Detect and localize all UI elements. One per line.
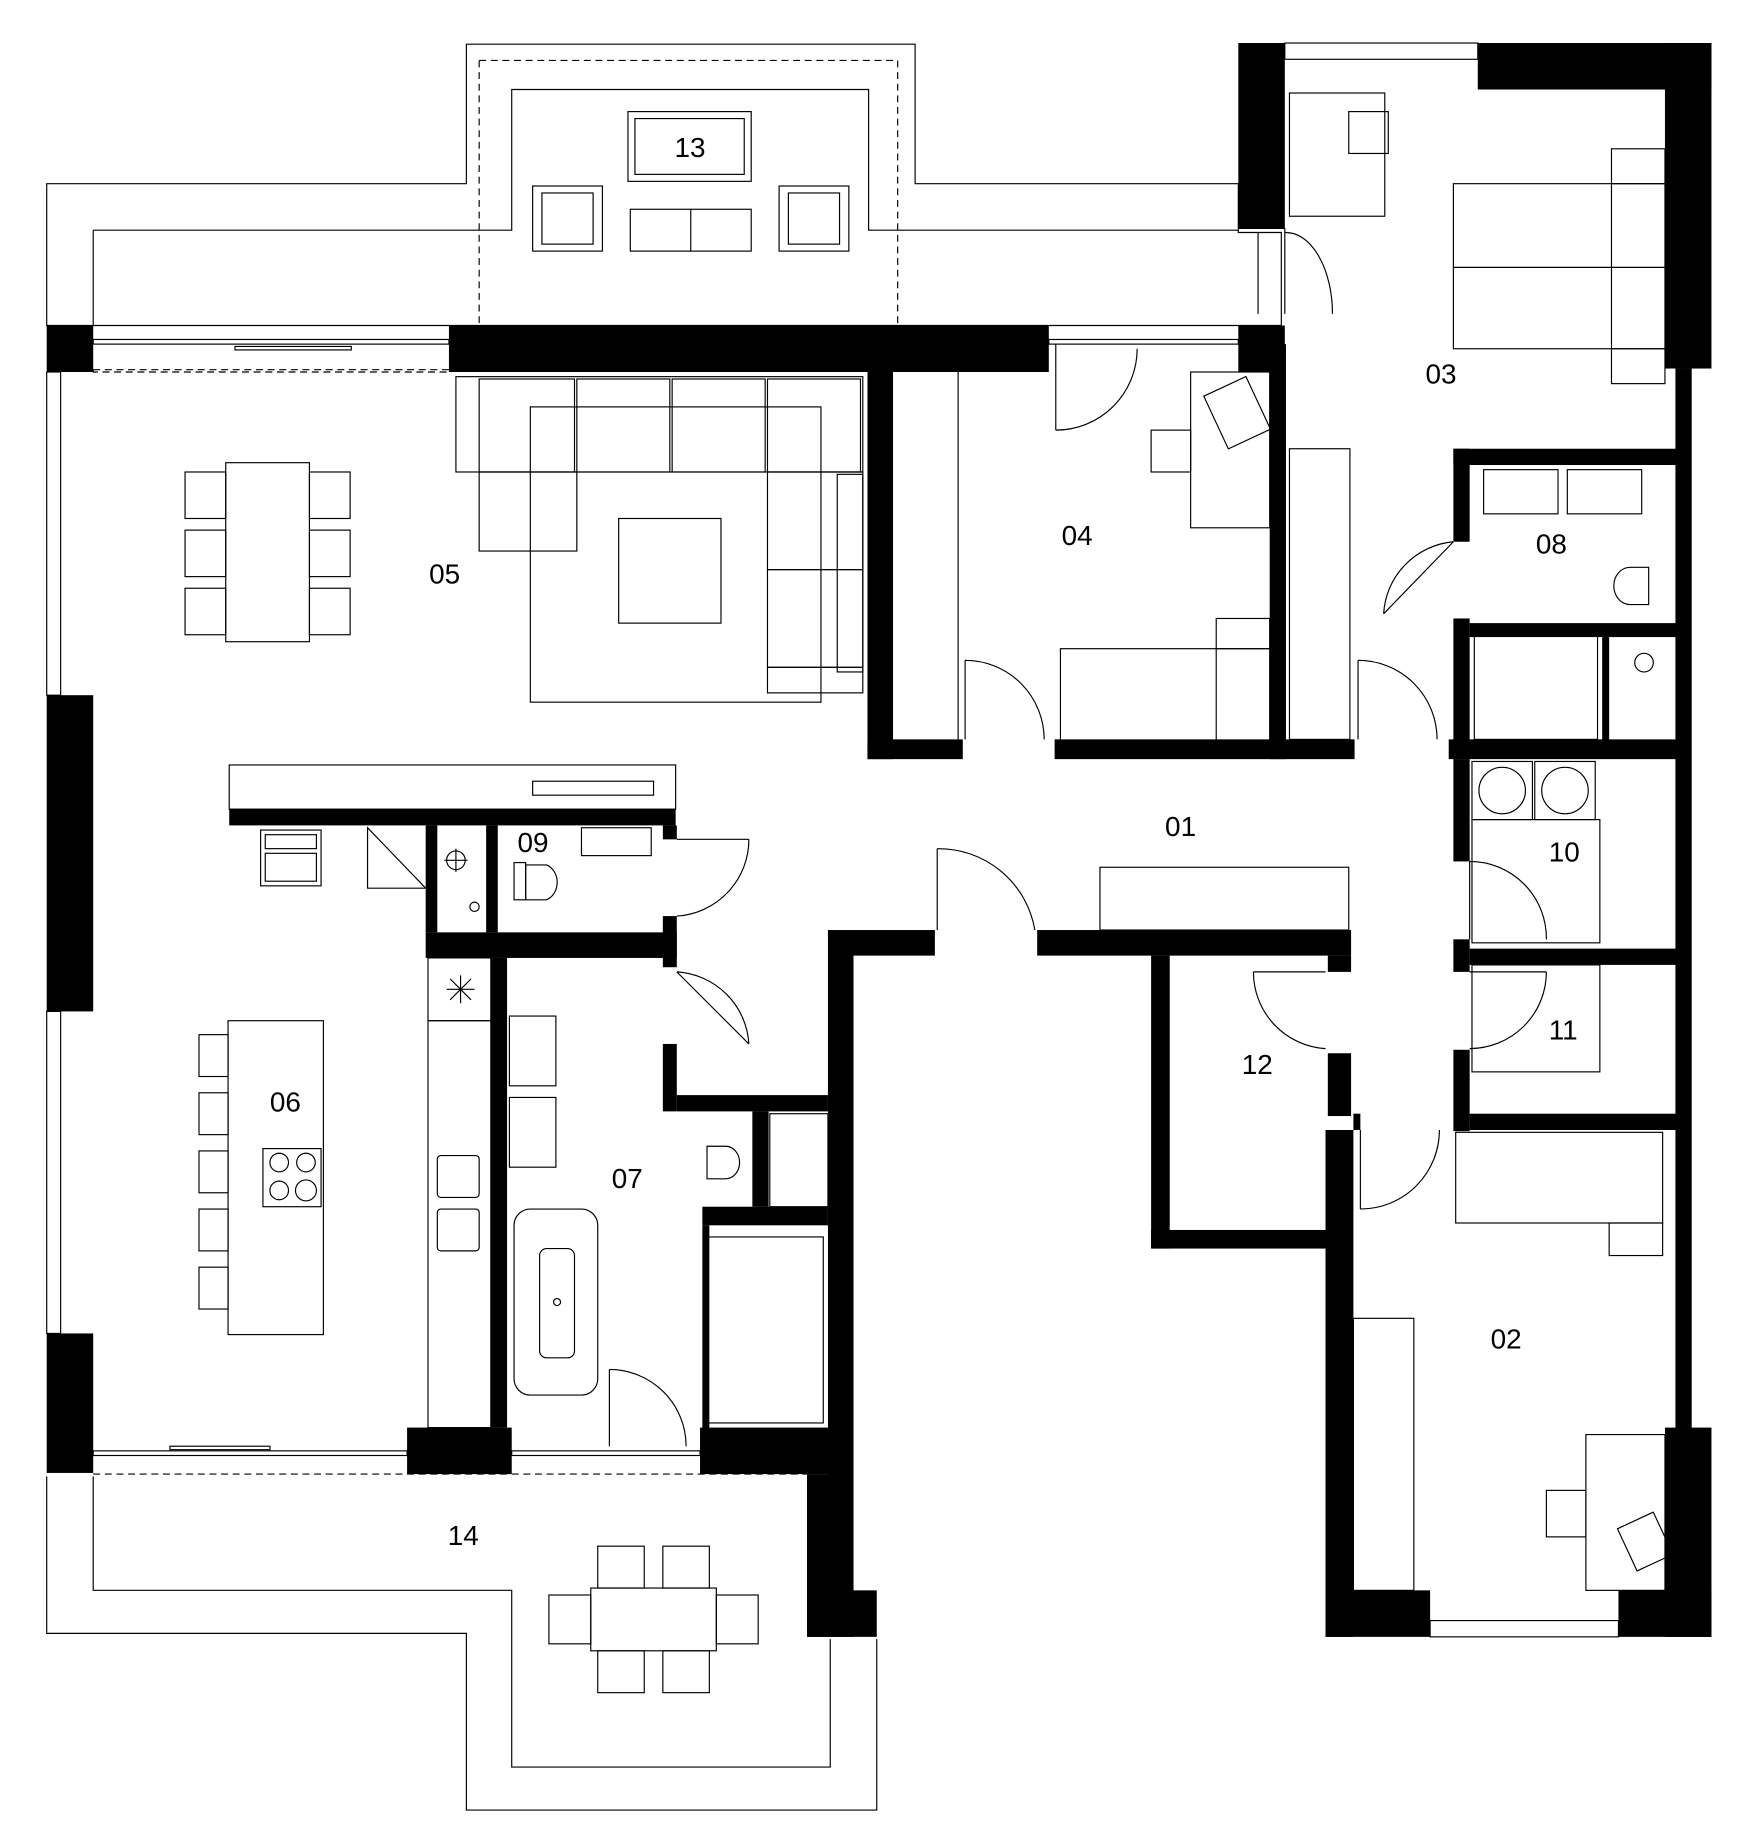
furniture (184, 92, 1674, 1694)
walls (46, 43, 1712, 1637)
range-hood (532, 780, 655, 796)
cooktop-icon (262, 1148, 322, 1208)
room-label-14: 14 (448, 1520, 479, 1551)
room-label-07: 07 (612, 1163, 643, 1194)
room-label-11: 11 (1549, 1014, 1578, 1045)
bed-icon (1452, 148, 1666, 385)
outdoor-armchair-left (532, 185, 603, 252)
room-label-02: 02 (1491, 1324, 1522, 1355)
windows (46, 42, 1620, 1638)
coffee-table (618, 517, 722, 624)
oven (260, 829, 322, 887)
room-label-09: 09 (518, 827, 549, 858)
kitchen-counter (228, 764, 677, 810)
room-label-12: 12 (1242, 1049, 1273, 1080)
bathtub-icon (513, 1208, 599, 1396)
room-label-03: 03 (1425, 359, 1456, 390)
terrace-14 (46, 1473, 878, 1811)
toilet-icon (513, 862, 558, 901)
sink-icon (444, 848, 480, 913)
room-label-05: 05 (429, 559, 460, 590)
outdoor-table (627, 111, 752, 182)
rug (529, 406, 822, 703)
room-labels: 01 02 03 04 05 06 07 08 09 10 11 12 13 1… (270, 132, 1580, 1551)
room-label-04: 04 (1062, 520, 1093, 551)
sofa-icon (455, 376, 864, 694)
room-label-06: 06 (270, 1086, 301, 1117)
room-label-08: 08 (1536, 528, 1567, 559)
doors (608, 227, 1547, 1447)
washer-icon (1471, 760, 1596, 821)
room-label-01: 01 (1165, 811, 1196, 842)
outdoor-dining-table (590, 1587, 717, 1652)
room-label-13: 13 (674, 132, 705, 163)
kitchen-island (227, 1020, 324, 1336)
outdoor-armchair-right (778, 185, 850, 252)
snowflake-icon (446, 975, 475, 1004)
dining-table-05 (225, 462, 311, 643)
room-label-10: 10 (1549, 836, 1580, 867)
terrace-13 (46, 43, 1282, 327)
